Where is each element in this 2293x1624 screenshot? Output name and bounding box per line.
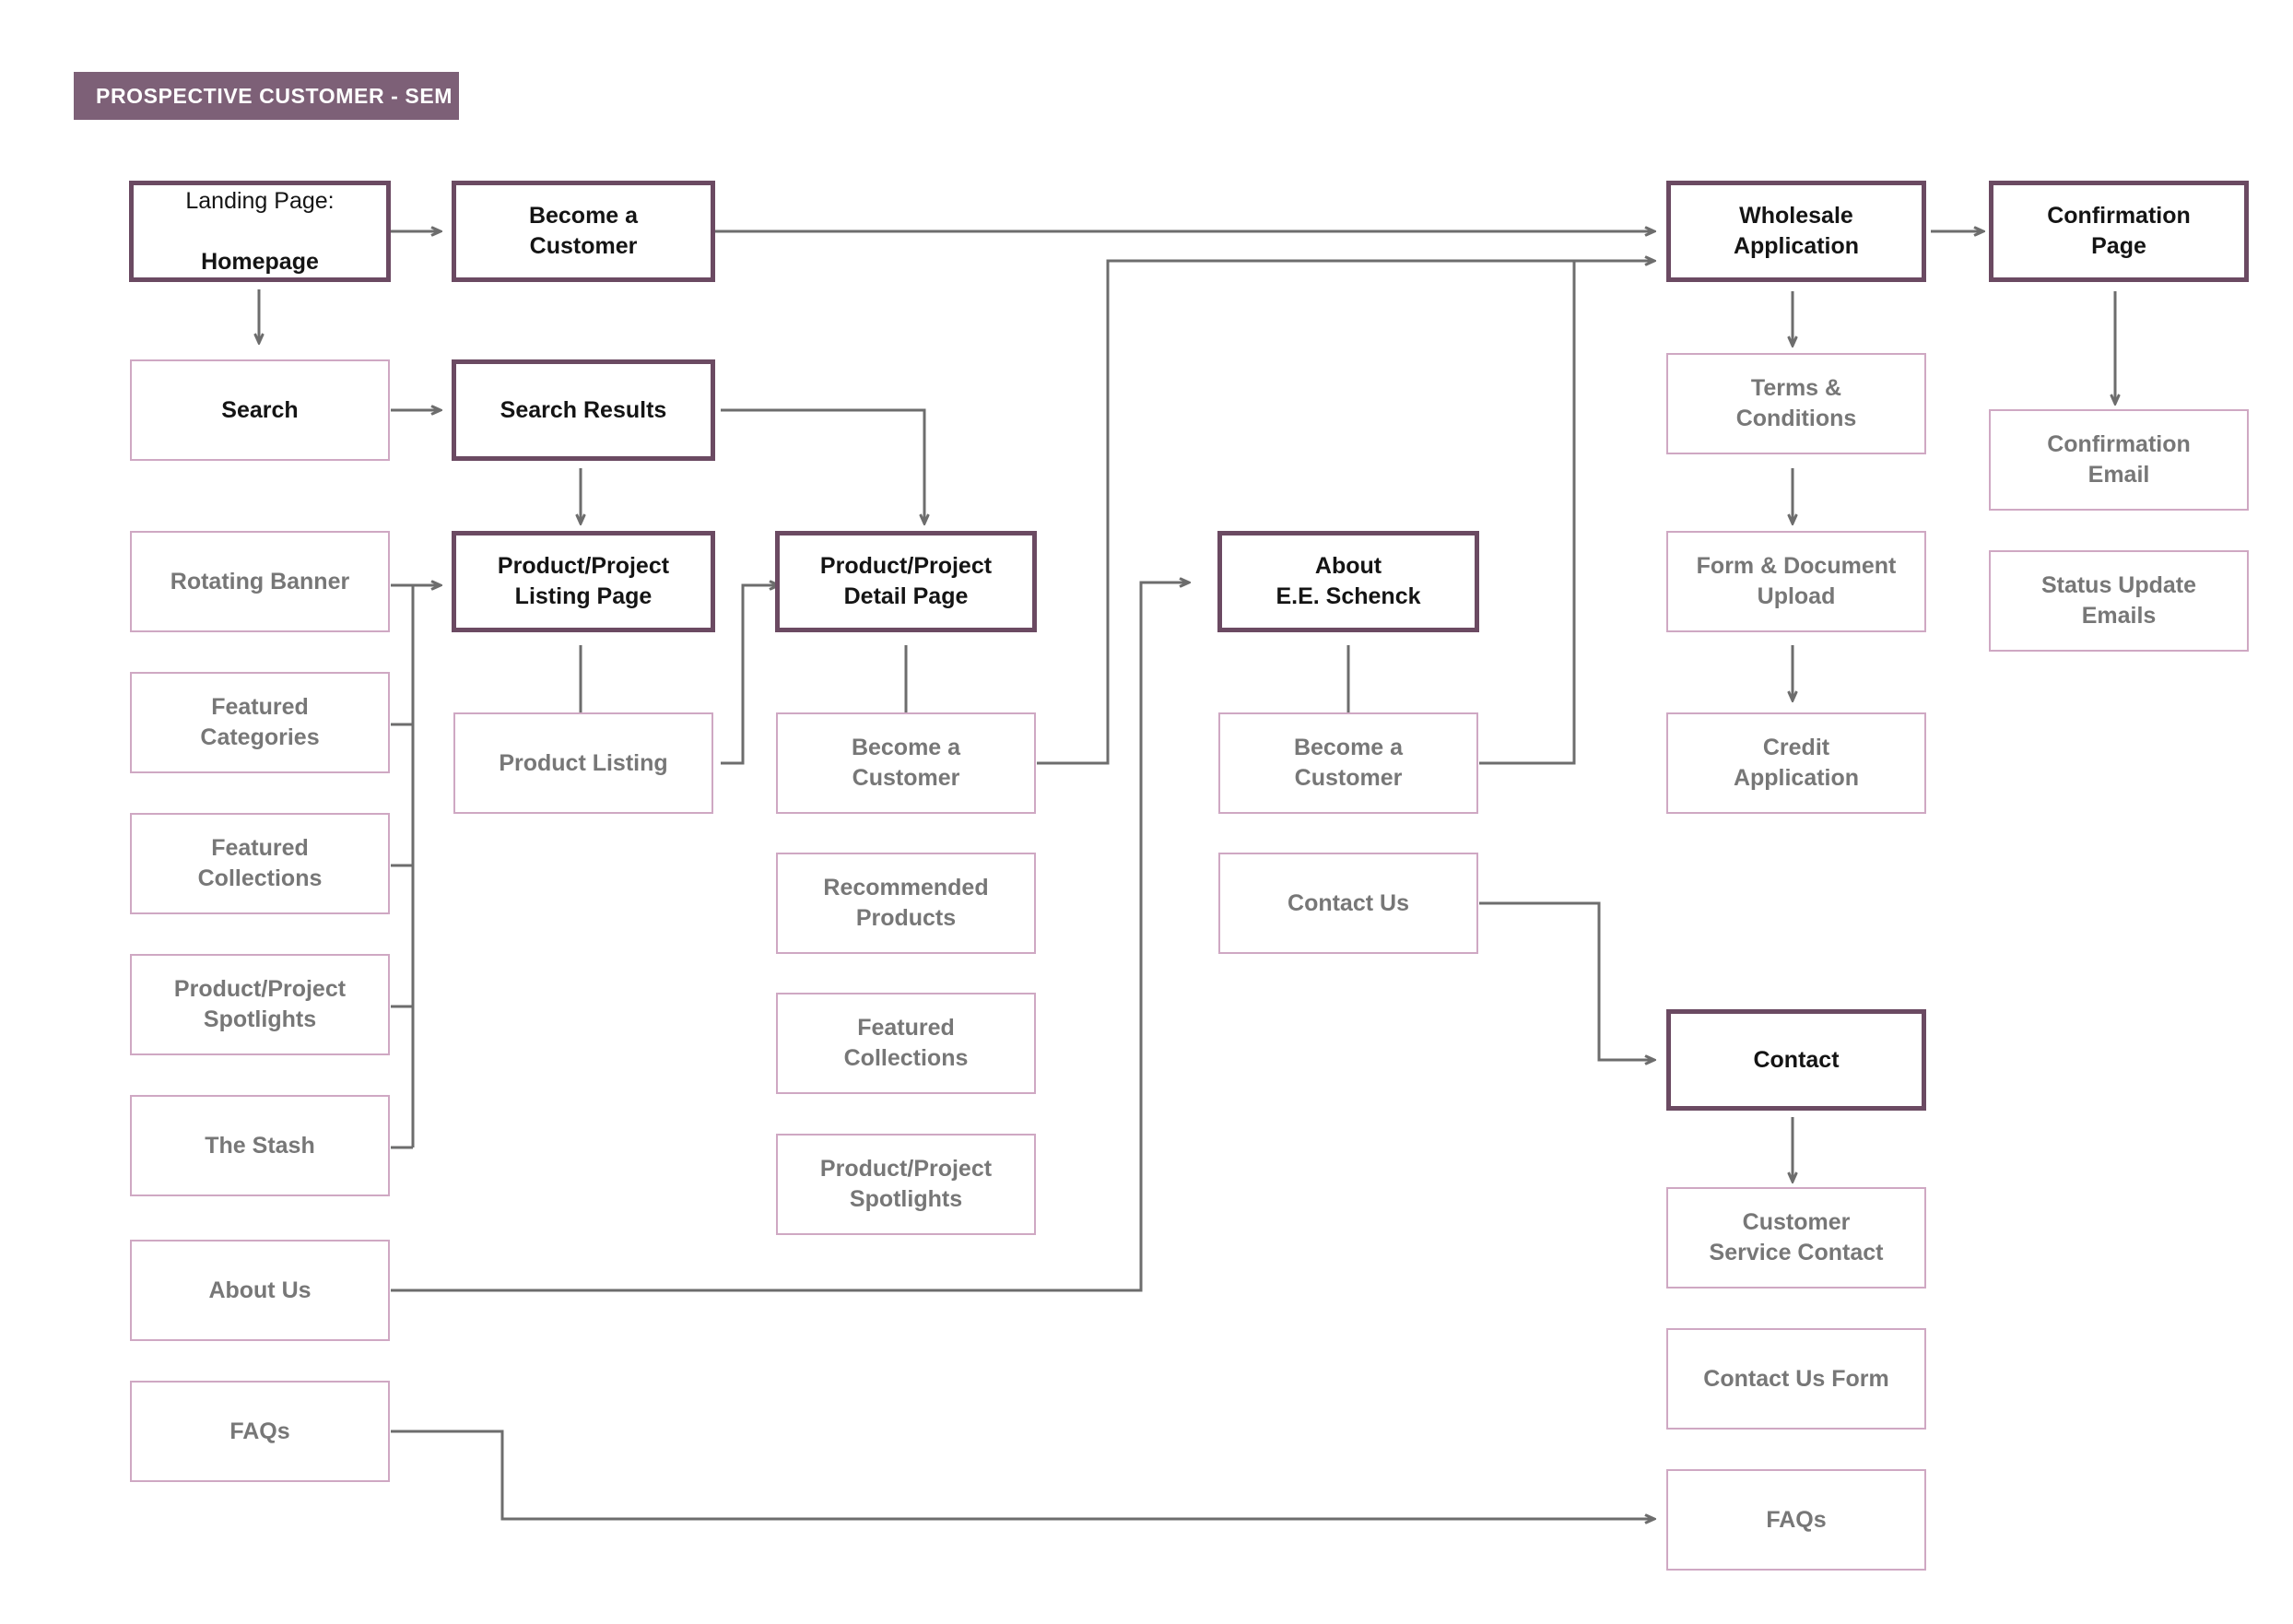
node-landing-page-homepage[interactable]: Landing Page: Homepage bbox=[129, 181, 391, 282]
node-search-results[interactable]: Search Results bbox=[452, 359, 715, 461]
section-badge: PROSPECTIVE CUSTOMER - SEM bbox=[74, 72, 459, 120]
node-status-update-emails[interactable]: Status Update Emails bbox=[1989, 550, 2249, 652]
node-about-ee-schenck[interactable]: About E.E. Schenck bbox=[1217, 531, 1479, 632]
node-product-project-detail-page[interactable]: Product/Project Detail Page bbox=[775, 531, 1037, 632]
node-confirmation-email[interactable]: Confirmation Email bbox=[1989, 409, 2249, 511]
node-product-project-spotlights-home[interactable]: Product/Project Spotlights bbox=[130, 954, 390, 1055]
node-confirmation-page[interactable]: Confirmation Page bbox=[1989, 181, 2249, 282]
node-featured-collections-detail[interactable]: Featured Collections bbox=[776, 993, 1036, 1094]
node-become-a-customer-about[interactable]: Become a Customer bbox=[1218, 712, 1478, 814]
node-faqs-contact[interactable]: FAQs bbox=[1666, 1469, 1926, 1571]
wire-faqs-to-faqs bbox=[391, 1430, 1654, 1519]
node-form-and-document-upload[interactable]: Form & Document Upload bbox=[1666, 531, 1926, 632]
wire-contactus-to-contact bbox=[1479, 901, 1654, 1060]
node-product-project-listing-page[interactable]: Product/Project Listing Page bbox=[452, 531, 715, 632]
node-faqs-home[interactable]: FAQs bbox=[130, 1381, 390, 1482]
node-contact-us-form[interactable]: Contact Us Form bbox=[1666, 1328, 1926, 1430]
wire-aboutbecome-to-wholesale bbox=[1479, 261, 1576, 765]
node-product-project-spotlights-detail[interactable]: Product/Project Spotlights bbox=[776, 1134, 1036, 1235]
wire-results-to-detail bbox=[721, 408, 924, 524]
node-contact-us[interactable]: Contact Us bbox=[1218, 853, 1478, 954]
node-become-a-customer-homepage[interactable]: Become a Customer bbox=[452, 181, 715, 282]
node-about-us[interactable]: About Us bbox=[130, 1240, 390, 1341]
node-become-a-customer-detail[interactable]: Become a Customer bbox=[776, 712, 1036, 814]
wire-productlisting-to-detail bbox=[721, 585, 779, 765]
node-wholesale-application[interactable]: Wholesale Application bbox=[1666, 181, 1926, 282]
node-featured-collections-home[interactable]: Featured Collections bbox=[130, 813, 390, 914]
node-recommended-products[interactable]: Recommended Products bbox=[776, 853, 1036, 954]
node-customer-service-contact[interactable]: Customer Service Contact bbox=[1666, 1187, 1926, 1289]
node-rotating-banner[interactable]: Rotating Banner bbox=[130, 531, 390, 632]
node-terms-and-conditions[interactable]: Terms & Conditions bbox=[1666, 353, 1926, 454]
node-the-stash[interactable]: The Stash bbox=[130, 1095, 390, 1196]
node-credit-application[interactable]: Credit Application bbox=[1666, 712, 1926, 814]
landing-page-line1: Landing Page: bbox=[185, 187, 335, 214]
node-featured-categories[interactable]: Featured Categories bbox=[130, 672, 390, 773]
node-search[interactable]: Search bbox=[130, 359, 390, 461]
landing-page-line2: Homepage bbox=[201, 248, 319, 275]
wire-detailbecome-to-wholesale bbox=[1037, 261, 1654, 765]
node-contact[interactable]: Contact bbox=[1666, 1009, 1926, 1111]
node-product-listing[interactable]: Product Listing bbox=[453, 712, 713, 814]
